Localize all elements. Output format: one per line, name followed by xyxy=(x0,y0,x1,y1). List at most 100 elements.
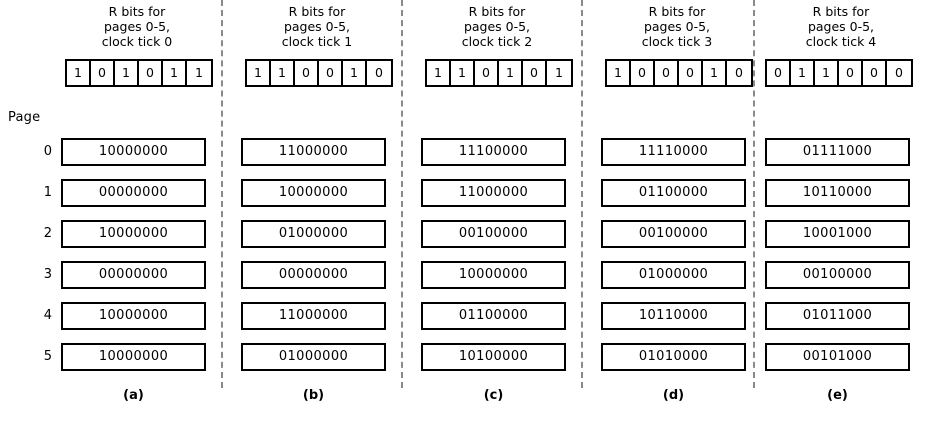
column-d-r-bit-0: 1 xyxy=(607,61,631,85)
column-b-counter-0: 11000000 xyxy=(241,138,386,166)
page-index-4: 4 xyxy=(43,308,52,323)
column-b-header-line2: pages 0-5, xyxy=(283,19,351,34)
column-d-counter-5: 01010000 xyxy=(601,343,746,371)
clock-tick-column-d: R bits for pages 0-5, clock tick 3 1 0 0… xyxy=(601,0,753,426)
column-b-header-line1: R bits for xyxy=(288,4,346,19)
column-a-counter-1: 00000000 xyxy=(61,179,206,207)
column-d-counter-1: 01100000 xyxy=(601,179,746,207)
column-e-header-line1: R bits for xyxy=(812,4,870,19)
column-c-counter-3: 10000000 xyxy=(421,261,566,289)
column-a-counter-5: 10000000 xyxy=(61,343,206,371)
column-e-counter-5: 00101000 xyxy=(765,343,910,371)
column-b-r-bit-3: 0 xyxy=(319,61,343,85)
column-b-counter-5: 01000000 xyxy=(241,343,386,371)
column-c-header-line3: clock tick 2 xyxy=(461,34,533,49)
column-e-counter-4: 01011000 xyxy=(765,302,910,330)
column-d-counter-3: 01000000 xyxy=(601,261,746,289)
column-d-counter-2: 00100000 xyxy=(601,220,746,248)
column-c-counter-4: 01100000 xyxy=(421,302,566,330)
column-a-r-bit-0: 1 xyxy=(67,61,91,85)
column-d-r-bit-3: 0 xyxy=(679,61,703,85)
column-c-r-bit-4: 0 xyxy=(523,61,547,85)
column-a-header-line3: clock tick 0 xyxy=(101,34,173,49)
column-d-r-bit-2: 0 xyxy=(655,61,679,85)
column-e-counter-0: 01111000 xyxy=(765,138,910,166)
column-b-r-bits-strip: 1 1 0 0 1 0 xyxy=(245,59,393,87)
column-d-r-bit-4: 1 xyxy=(703,61,727,85)
page-index-3: 3 xyxy=(43,267,52,282)
column-a-counter-3: 00000000 xyxy=(61,261,206,289)
clock-tick-column-c: R bits for pages 0-5, clock tick 2 1 1 0… xyxy=(421,0,573,426)
page-index-1: 1 xyxy=(43,185,52,200)
column-a-counter-4: 10000000 xyxy=(61,302,206,330)
column-c-r-bits-strip: 1 1 0 1 0 1 xyxy=(425,59,573,87)
column-e-r-bit-4: 0 xyxy=(863,61,887,85)
page-index-0: 0 xyxy=(43,144,52,159)
column-a-header-line2: pages 0-5, xyxy=(103,19,171,34)
column-c-header-line1: R bits for xyxy=(468,4,526,19)
column-b-r-bit-1: 1 xyxy=(271,61,295,85)
column-c-counter-2: 00100000 xyxy=(421,220,566,248)
column-separator-4 xyxy=(753,0,755,388)
column-c-counter-5: 10100000 xyxy=(421,343,566,371)
column-b-counter-1: 10000000 xyxy=(241,179,386,207)
column-e-counter-2: 10001000 xyxy=(765,220,910,248)
column-b-r-bit-5: 0 xyxy=(367,61,391,85)
column-a-caption: (a) xyxy=(123,388,144,403)
column-d-header-line2: pages 0-5, xyxy=(643,19,711,34)
page-index-2: 2 xyxy=(43,226,52,241)
column-d-header-line3: clock tick 3 xyxy=(641,34,713,49)
column-b-header: R bits for pages 0-5, clock tick 1 xyxy=(241,4,393,49)
clock-tick-column-e: R bits for pages 0-5, clock tick 4 0 1 1… xyxy=(765,0,917,426)
column-a-r-bit-3: 0 xyxy=(139,61,163,85)
column-d-counter-0: 11110000 xyxy=(601,138,746,166)
column-e-header-line3: clock tick 4 xyxy=(805,34,877,49)
column-c-counter-0: 11100000 xyxy=(421,138,566,166)
column-c-header: R bits for pages 0-5, clock tick 2 xyxy=(421,4,573,49)
column-b-r-bit-4: 1 xyxy=(343,61,367,85)
column-a-header: R bits for pages 0-5, clock tick 0 xyxy=(61,4,213,49)
column-e-caption: (e) xyxy=(827,388,848,403)
column-separator-2 xyxy=(401,0,403,388)
column-separator-3 xyxy=(581,0,583,388)
column-c-r-bit-3: 1 xyxy=(499,61,523,85)
column-e-r-bit-3: 0 xyxy=(839,61,863,85)
column-d-header-line1: R bits for xyxy=(648,4,706,19)
column-a-r-bit-5: 1 xyxy=(187,61,211,85)
column-b-counter-4: 11000000 xyxy=(241,302,386,330)
column-a-counter-2: 10000000 xyxy=(61,220,206,248)
column-c-counter-1: 11000000 xyxy=(421,179,566,207)
clock-tick-column-b: R bits for pages 0-5, clock tick 1 1 1 0… xyxy=(241,0,393,426)
column-e-r-bits-strip: 0 1 1 0 0 0 xyxy=(765,59,913,87)
column-d-r-bits-strip: 1 0 0 0 1 0 xyxy=(605,59,753,87)
column-c-caption: (c) xyxy=(483,388,504,403)
column-c-r-bit-5: 1 xyxy=(547,61,571,85)
column-e-r-bit-2: 1 xyxy=(815,61,839,85)
column-b-header-line3: clock tick 1 xyxy=(281,34,353,49)
column-separator-1 xyxy=(221,0,223,388)
column-e-header-line2: pages 0-5, xyxy=(807,19,875,34)
column-a-r-bit-2: 1 xyxy=(115,61,139,85)
column-c-r-bit-1: 1 xyxy=(451,61,475,85)
column-c-header-line2: pages 0-5, xyxy=(463,19,531,34)
column-e-r-bit-5: 0 xyxy=(887,61,911,85)
column-d-r-bit-5: 0 xyxy=(727,61,751,85)
page-axis-label: Page xyxy=(8,110,41,125)
column-e-r-bit-0: 0 xyxy=(767,61,791,85)
column-b-r-bit-0: 1 xyxy=(247,61,271,85)
column-e-counter-1: 10110000 xyxy=(765,179,910,207)
column-d-r-bit-1: 0 xyxy=(631,61,655,85)
column-b-counter-3: 00000000 xyxy=(241,261,386,289)
column-b-caption: (b) xyxy=(302,388,325,403)
column-c-r-bit-2: 0 xyxy=(475,61,499,85)
column-b-counter-2: 01000000 xyxy=(241,220,386,248)
clock-tick-column-a: R bits for pages 0-5, clock tick 0 1 0 1… xyxy=(61,0,213,426)
column-e-counter-3: 00100000 xyxy=(765,261,910,289)
column-a-header-line1: R bits for xyxy=(108,4,166,19)
column-e-header: R bits for pages 0-5, clock tick 4 xyxy=(765,4,917,49)
column-a-r-bit-4: 1 xyxy=(163,61,187,85)
column-a-counter-0: 10000000 xyxy=(61,138,206,166)
column-e-r-bit-1: 1 xyxy=(791,61,815,85)
column-d-header: R bits for pages 0-5, clock tick 3 xyxy=(601,4,753,49)
